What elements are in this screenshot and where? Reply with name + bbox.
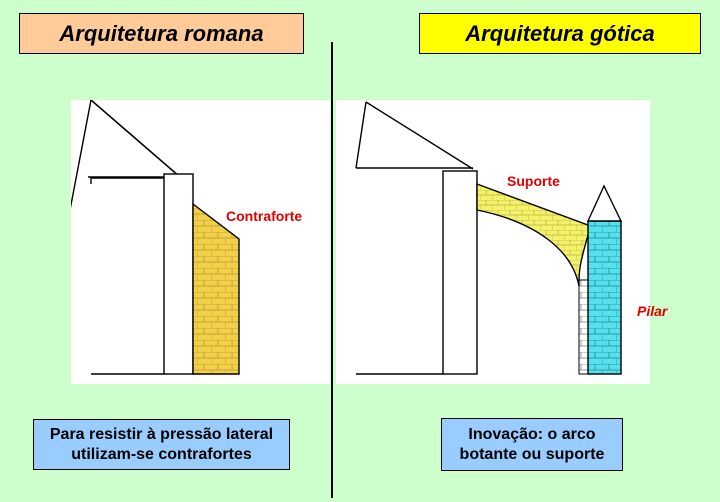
- title-gothic-text: Arquitetura gótica: [465, 20, 655, 46]
- caption-roman: Para resistir à pressão lateral utilizam…: [33, 419, 290, 470]
- caption-gothic-line2: botante ou suporte: [459, 445, 605, 463]
- roman-diagram: [71, 100, 330, 384]
- center-divider: [331, 42, 333, 498]
- gothic-diagram-drawing: [355, 101, 623, 375]
- title-roman-architecture: Arquitetura romana: [19, 13, 304, 54]
- caption-roman-line1: Para resistir à pressão lateral: [49, 425, 274, 443]
- roman-diagram-drawing: [71, 100, 240, 375]
- caption-roman-line2: utilizam-se contrafortes: [71, 445, 252, 463]
- gothic-wall: [442, 170, 478, 375]
- caption-gothic-line1: Inovação: o arco: [468, 425, 596, 443]
- gothic-diagram: [336, 100, 650, 384]
- label-contraforte: Contraforte: [226, 208, 303, 224]
- pinnacle: [586, 184, 623, 222]
- title-roman-text: Arquitetura romana: [59, 20, 264, 46]
- caption-gothic: Inovação: o arco botante ou suporte: [441, 418, 623, 471]
- roman-wall: [163, 173, 194, 375]
- label-pilar: Pilar: [637, 303, 668, 319]
- pillar: [587, 220, 622, 375]
- title-gothic-architecture: Arquitetura gótica: [419, 13, 701, 54]
- label-suporte: Suporte: [507, 173, 560, 189]
- buttress: [192, 202, 240, 375]
- flying-buttress: [476, 182, 597, 287]
